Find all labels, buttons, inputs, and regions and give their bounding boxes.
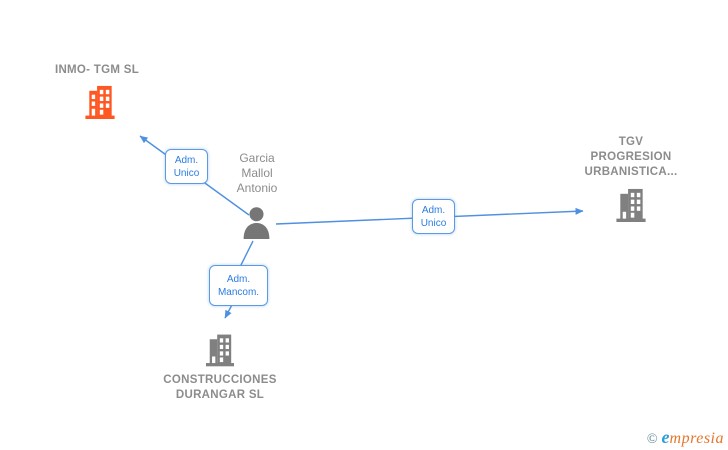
company-label-tgv-progresion[interactable]: TGV PROGRESION URBANISTICA... [571,135,691,180]
company-label-line: DURANGAR SL [175,389,265,401]
edge-label-line: Mancom. [217,286,260,298]
company-label-line: CONSTRUCCIONES [163,374,277,386]
building-icon[interactable] [206,332,234,372]
edge-label-line: Unico [420,217,447,229]
person-name-line: Antonio [236,181,278,195]
person-name-line: Mallol [241,166,273,180]
company-label-line: URBANISTICA... [584,166,678,178]
edge-label-line: Adm. [174,154,199,166]
person-icon[interactable] [241,206,272,244]
company-label-inmo-tgm[interactable]: INMO- TGM SL [54,64,140,76]
edge-label-line: Unico [173,167,200,179]
edge-label-adm-mancom: Adm. Mancom. [209,265,268,306]
edge-label-line: Adm. [421,204,446,216]
building-icon[interactable] [616,187,646,227]
person-label-garcia-mallol[interactable]: Garcia Mallol Antonio [207,151,307,196]
person-name-line: Garcia [239,151,275,165]
company-label-construcciones-durangar[interactable]: CONSTRUCCIONES DURANGAR SL [145,373,295,403]
copyright-icon: © [646,432,658,447]
company-label-line: TGV [618,136,644,148]
edge-label-line: Adm. [226,273,251,285]
company-label-line: PROGRESION [590,151,672,163]
empresia-logo[interactable]: © empresia [647,426,724,448]
edge-label-adm-unico-tgv: Adm. Unico [412,199,455,234]
edge-label-adm-unico-inmo: Adm. Unico [165,149,208,184]
brand-initial: e [661,427,670,447]
brand-name: mpresia [669,430,724,447]
building-icon[interactable] [84,84,116,124]
